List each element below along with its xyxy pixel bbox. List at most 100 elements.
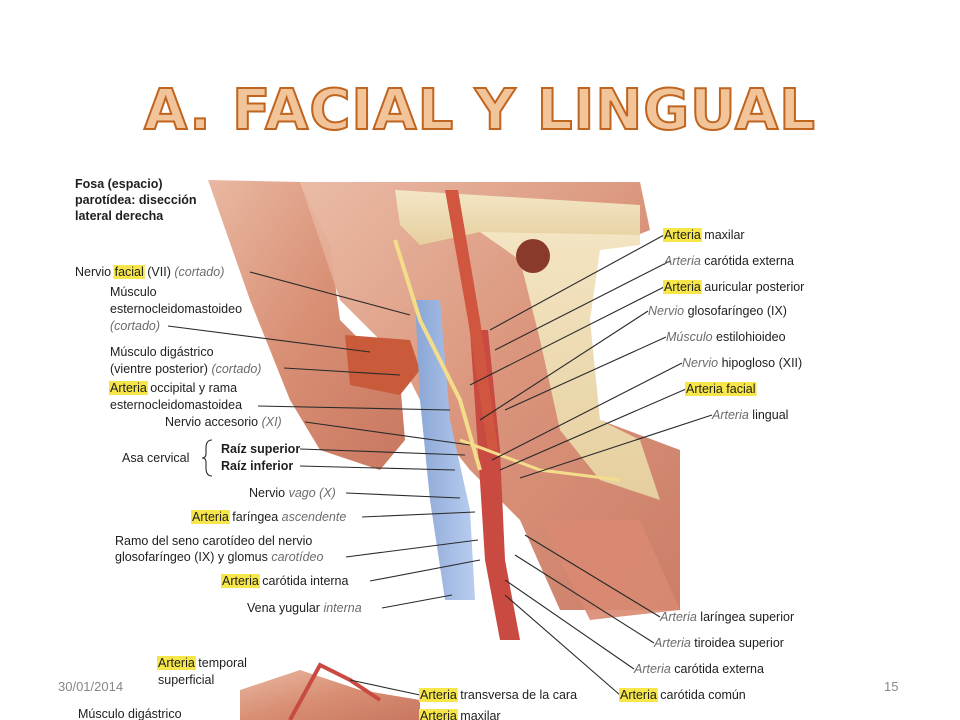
highlight-marker xyxy=(419,688,458,702)
label-part: Vena yugular xyxy=(247,601,323,615)
label-part: Arteria xyxy=(653,636,691,650)
strap-muscles xyxy=(540,520,680,620)
label-part: carótida externa xyxy=(701,254,794,268)
page-number: 15 xyxy=(884,679,899,694)
label-part: Músculo digástrico xyxy=(78,707,182,720)
highlight-marker xyxy=(113,265,145,279)
left-structure-label: superficial xyxy=(158,673,214,687)
label-part: vago (X) xyxy=(289,486,336,500)
label-part: estilohioideo xyxy=(713,330,786,344)
left-structure-label: Arteria occipital y rama xyxy=(110,381,237,395)
label-part: superficial xyxy=(158,673,214,687)
label-part: Arteria xyxy=(222,574,259,588)
label-part: Raíz superior xyxy=(221,442,300,456)
figure-heading-line: Fosa (espacio) xyxy=(75,177,163,191)
left-structure-label: Vena yugular interna xyxy=(247,601,362,615)
label-part: hipogloso (XII) xyxy=(718,356,802,370)
left-structure-label: Ramo del seno carotídeo del nervio xyxy=(115,534,312,548)
label-part: Arteria xyxy=(659,610,697,624)
highlight-marker xyxy=(663,280,702,294)
label-part: Ramo del seno carotídeo del nervio xyxy=(115,534,312,548)
mandible-bone xyxy=(470,210,660,500)
left-structure-label: Arteria temporal xyxy=(158,656,247,670)
label-part: faríngea xyxy=(229,510,282,524)
sternocleidomastoid-muscle xyxy=(208,180,405,470)
label-part: (XI) xyxy=(262,415,282,429)
label-part: Arteria xyxy=(711,408,749,422)
label-part: laríngea superior xyxy=(697,610,794,624)
figure-heading-line: lateral derecha xyxy=(75,209,164,223)
label-part: maxilar xyxy=(457,709,501,720)
label-part: glosofaríngeo (IX) xyxy=(684,304,787,318)
left-structure-label: Nervio vago (X) xyxy=(249,486,336,500)
label-part: esternocleidomastoidea xyxy=(110,398,242,412)
figure-heading: Fosa (espacio)parotídea: disecciónlatera… xyxy=(75,177,197,223)
label-part: Arteria xyxy=(420,688,457,702)
leader-lines xyxy=(167,234,713,696)
left-structure-label: Músculo xyxy=(110,285,157,299)
label-part: (cortado) xyxy=(110,319,160,333)
left-structure-label: Músculo digástrico xyxy=(110,345,214,359)
facial-nerve xyxy=(393,239,482,471)
label-part: auricular posterior xyxy=(701,280,805,294)
label-part: carotídeo xyxy=(271,550,323,564)
left-structure-label: Arteria carótida interna xyxy=(222,574,349,588)
highlight-marker xyxy=(663,228,702,242)
right-structure-label: Nervio hipogloso (XII) xyxy=(682,356,802,370)
label-part: carótida común xyxy=(657,688,746,702)
left-structure-label: Nervio facial (VII) (cortado) xyxy=(75,265,224,279)
left-structure-label: glosofaríngeo (IX) y glomus carotídeo xyxy=(115,550,323,564)
label-part: Nervio xyxy=(75,265,115,279)
label-part: (cortado) xyxy=(174,265,224,279)
external-carotid-artery xyxy=(445,190,498,450)
right-structure-label: Arteria carótida común xyxy=(620,688,746,702)
label-part: facial xyxy=(115,265,144,279)
label-part: temporal xyxy=(195,656,247,670)
labels-left: Nervio facial (VII) (cortado) Músculo este… xyxy=(75,265,362,720)
label-part: Arteria xyxy=(192,510,229,524)
right-structure-label: Arteria facial xyxy=(686,382,755,396)
left-structure-label: (vientre posterior) (cortado) xyxy=(110,362,261,376)
right-structure-label: Arteria maxilar xyxy=(664,228,745,242)
label-part: Arteria xyxy=(620,688,657,702)
highlight-marker xyxy=(685,382,757,396)
condyle-dark xyxy=(516,239,550,273)
label-part: carótida externa xyxy=(671,662,764,676)
highlight-marker xyxy=(191,510,230,524)
right-structure-label: Músculo estilohioideo xyxy=(666,330,786,344)
label-part: maxilar xyxy=(701,228,745,242)
left-structure-label: esternocleidomastoideo xyxy=(110,302,242,316)
label-part: Músculo xyxy=(666,330,713,344)
label-part: Arteria xyxy=(420,709,457,720)
label-part: esternocleidomastoideo xyxy=(110,302,242,316)
label-part: Arteria xyxy=(633,662,671,676)
hypoglossal-nerve xyxy=(459,438,621,482)
label-part: Nervio accesorio xyxy=(165,415,262,429)
highlight-marker xyxy=(157,656,196,670)
right-structure-label: Arteria laríngea superior xyxy=(659,610,794,624)
highlight-marker xyxy=(109,381,148,395)
label-part: Nervio xyxy=(648,304,684,318)
label-part: occipital y rama xyxy=(147,381,237,395)
label-part: tiroidea superior xyxy=(691,636,784,650)
right-structure-label: Arteria maxilar xyxy=(420,709,501,720)
label-part: Asa cervical xyxy=(122,451,189,465)
label-part: (VII) xyxy=(144,265,175,279)
label-part: Arteria xyxy=(110,381,147,395)
label-part: Músculo xyxy=(110,285,157,299)
label-part: de la cara xyxy=(522,688,577,702)
temporal-artery-inset xyxy=(240,670,420,720)
label-part: (cortado) xyxy=(211,362,261,376)
left-structure-label: (cortado) xyxy=(110,319,160,333)
slide-title: A. FACIAL Y LINGUAL xyxy=(143,77,816,144)
digastric-muscle xyxy=(345,335,420,395)
label-part: ascendente xyxy=(282,510,347,524)
label-part: Arteria xyxy=(664,280,701,294)
left-structure-label: esternocleidomastoidea xyxy=(110,398,242,412)
highlight-marker xyxy=(419,709,458,720)
temporal-artery-vessel xyxy=(288,662,382,720)
right-structure-label: Nervio glosofaríngeo (IX) xyxy=(648,304,787,318)
left-structure-label: Raíz superior xyxy=(221,442,300,456)
